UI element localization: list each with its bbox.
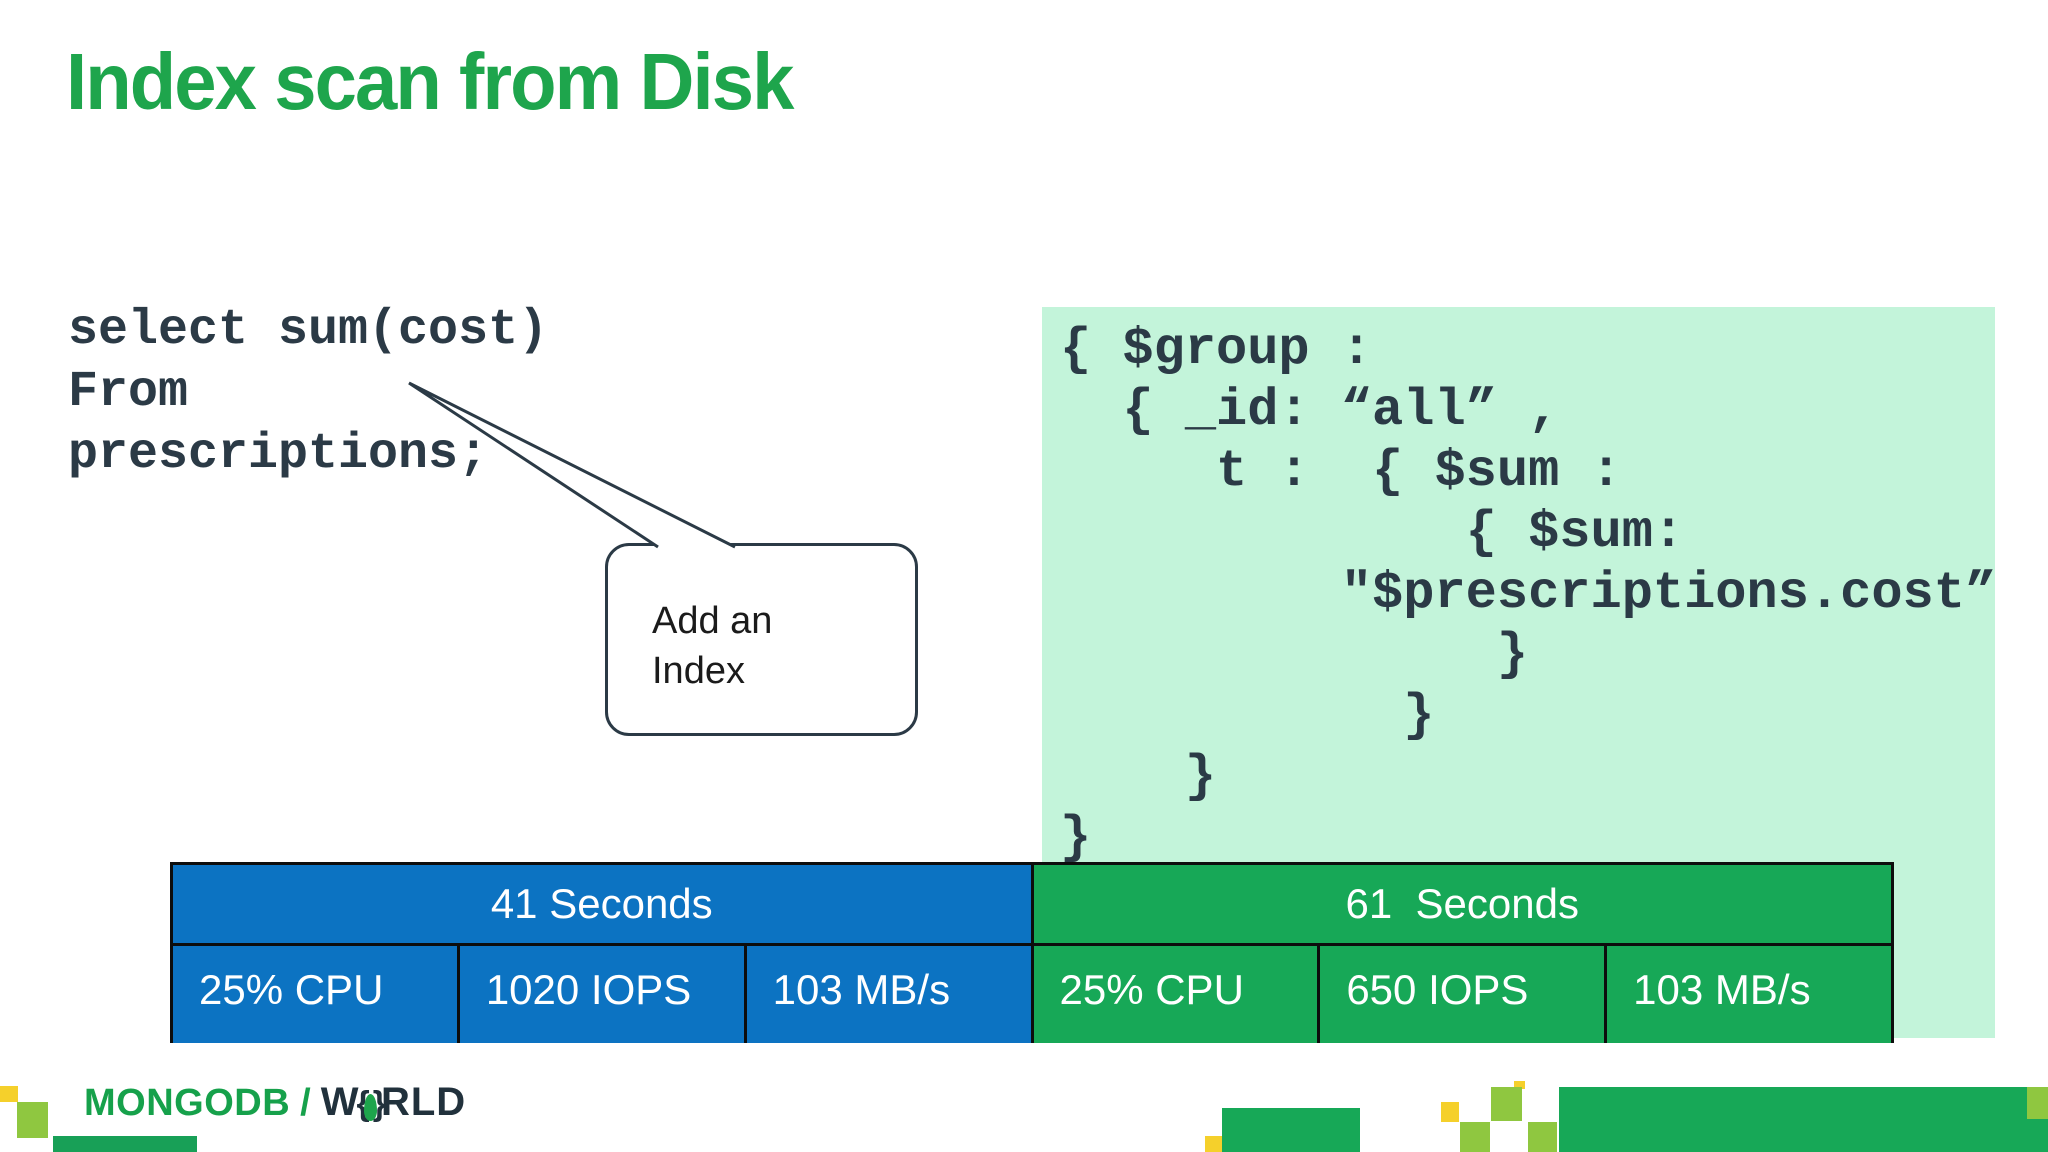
pixel-accent-yellow-mid (1205, 1136, 1222, 1152)
table-cell-cpu-left: 25% CPU (173, 946, 457, 1043)
table-cell-mbs-left: 103 MB/s (746, 946, 1031, 1043)
table-cell-iops-left: 1020 IOPS (459, 946, 744, 1043)
logo-world-w: W (320, 1080, 360, 1124)
pixel-bar-green-right (1559, 1087, 2048, 1152)
table-cell-iops-right: 650 IOPS (1320, 946, 1605, 1043)
pixel-accent-lightgreen-left (17, 1102, 48, 1138)
logo-world-text: W { } RLD (321, 1080, 466, 1125)
pixel-accent-yellow-left (0, 1086, 18, 1102)
logo-world-o-glyph: { } (356, 1085, 386, 1124)
callout-box: Add an Index (605, 543, 918, 736)
pixel-block-green-mid (1222, 1108, 1360, 1152)
table-header-no-index: 41 Seconds (173, 865, 1031, 943)
logo-slash: / (300, 1082, 311, 1124)
table-header-with-index: 61 Seconds (1033, 865, 1891, 943)
pixel-accent-lightgreen-corner (2027, 1087, 2048, 1119)
slide-title: Index scan from Disk (66, 37, 794, 126)
results-table: 41 Seconds 61 Seconds 25% CPU 1020 IOPS … (170, 862, 1894, 1043)
mongodb-world-logo: MONGODB / W { } RLD (84, 1080, 466, 1125)
pixel-bar-green-left (53, 1136, 197, 1152)
callout-tail-pointer (408, 381, 736, 549)
pixel-accent-yellow-tiny (1514, 1081, 1525, 1089)
pixel-accent-lightgreen-1 (1460, 1122, 1490, 1152)
logo-world-rld: RLD (380, 1080, 467, 1124)
callout-text: Add an Index (652, 600, 773, 692)
leaf-icon (363, 1094, 377, 1121)
pixel-accent-yellow-right (1441, 1102, 1459, 1122)
pixel-accent-lightgreen-2 (1491, 1087, 1522, 1121)
sql-code-snippet: select sum(cost) From prescriptions; (68, 302, 549, 483)
table-cell-cpu-right: 25% CPU (1033, 946, 1318, 1043)
pixel-accent-lightgreen-3 (1528, 1122, 1557, 1152)
table-cell-mbs-right: 103 MB/s (1607, 946, 1891, 1043)
logo-mongodb-text: MONGODB (84, 1082, 291, 1124)
mongo-code-text: { $group : { _id: “all” , t : { $sum : {… (1060, 320, 1997, 867)
